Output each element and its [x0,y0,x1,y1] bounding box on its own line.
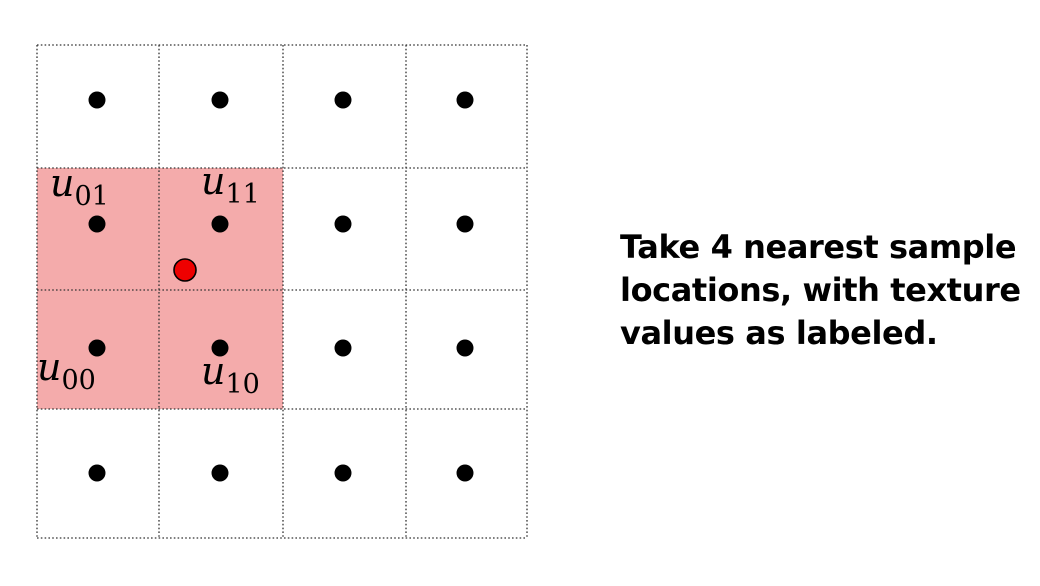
sample-dot [211,91,229,109]
sample-dot [456,91,474,109]
label-u10: u10 [201,349,260,400]
caption-line-1: Take 4 nearest sample [620,228,1017,266]
texel-grid [36,44,528,539]
sample-dot [334,215,352,233]
sample-dot [456,215,474,233]
caption: Take 4 nearest sample locations, with te… [620,226,1030,355]
sample-dot [211,339,229,357]
sample-dot [88,464,106,482]
label-u11: u11 [201,159,260,210]
query-point [173,258,197,282]
sample-dot [334,91,352,109]
sample-dot [88,339,106,357]
sample-dot [88,91,106,109]
caption-line-2: locations, with texture [620,271,1021,309]
sample-dot [211,464,229,482]
sample-dot [456,339,474,357]
sample-dot [456,464,474,482]
sample-locations [88,91,474,482]
sample-dot [211,215,229,233]
sample-dot [334,464,352,482]
sample-dot [88,215,106,233]
label-u01: u01 [50,161,109,212]
caption-line-3: values as labeled. [620,314,938,352]
label-u00: u00 [37,345,96,396]
sample-dot [334,339,352,357]
